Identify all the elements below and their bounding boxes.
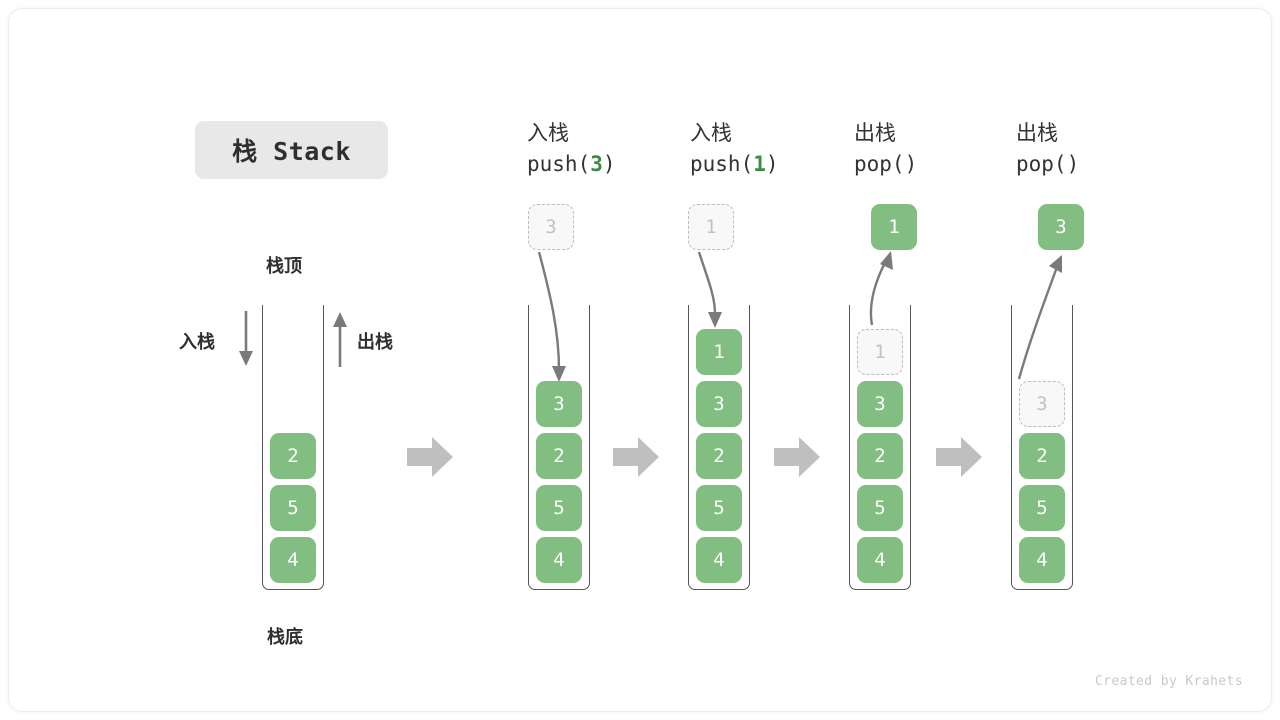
- column-pop3-heading: 出栈: [1016, 121, 1058, 145]
- pop-up-arrow-icon: [333, 312, 347, 367]
- code-prefix: pop(: [1016, 152, 1067, 176]
- stack-ghost-cell: 1: [857, 329, 903, 375]
- push-curve-arrow-icon: [697, 251, 722, 328]
- code-suffix: ): [602, 152, 616, 176]
- stack-cell: 5: [696, 485, 742, 531]
- pop-side-marker: 出栈: [329, 312, 419, 374]
- floating-ghost-cell: 3: [528, 204, 574, 250]
- code-suffix: ): [1066, 152, 1080, 176]
- stack-container-push3: [528, 305, 590, 590]
- stack-cell: 1: [696, 329, 742, 375]
- stack-container-initial: [262, 305, 324, 590]
- stack-cell: 4: [270, 537, 316, 583]
- code-suffix: ): [765, 152, 779, 176]
- push-side-label: 入栈: [179, 332, 215, 353]
- push-side-marker: 入栈: [179, 311, 259, 374]
- stack-cell: 2: [1019, 433, 1065, 479]
- code-argument: 3: [590, 152, 603, 176]
- stack-cell: 4: [1019, 537, 1065, 583]
- code-prefix: pop(: [854, 152, 905, 176]
- title-badge: 栈 Stack: [195, 121, 388, 179]
- stack-container-pop1: [849, 305, 911, 590]
- pop-curve-arrow-icon: [869, 251, 893, 326]
- stack-cell: 5: [536, 485, 582, 531]
- code-prefix: push(: [527, 152, 591, 176]
- column-pop3-code: pop(): [1016, 152, 1079, 176]
- code-prefix: push(: [690, 152, 754, 176]
- stack-cell: 2: [536, 433, 582, 479]
- separator-arrow-icon: [613, 437, 659, 477]
- stack-cell: 3: [696, 381, 742, 427]
- column-push1-code: push(1): [690, 152, 779, 176]
- diagram-card: 栈 Stack 栈顶 入栈 出栈 2 5 4 栈底 入栈 push(3) 3: [8, 8, 1272, 712]
- stack-cell: 4: [696, 537, 742, 583]
- push-curve-arrow-icon: [537, 251, 566, 382]
- pop-side-label: 出栈: [357, 332, 393, 353]
- column-pop1-heading: 出栈: [854, 121, 896, 145]
- stack-cell: 5: [857, 485, 903, 531]
- stack-cell: 5: [270, 485, 316, 531]
- stack-container-push1: [688, 305, 750, 590]
- stack-top-label: 栈顶: [266, 256, 302, 277]
- stack-cell: 2: [857, 433, 903, 479]
- column-push1-heading: 入栈: [690, 121, 732, 145]
- separator-arrow-icon: [407, 437, 453, 477]
- stack-cell: 4: [536, 537, 582, 583]
- stack-cell: 3: [536, 381, 582, 427]
- credit-text: Created by Krahets: [1094, 674, 1243, 689]
- push-down-arrow-icon: [239, 311, 253, 366]
- column-push3-heading: 入栈: [527, 121, 569, 145]
- stack-cell: 2: [696, 433, 742, 479]
- code-suffix: ): [904, 152, 918, 176]
- stack-cell: 3: [857, 381, 903, 427]
- stack-cell: 4: [857, 537, 903, 583]
- code-argument: 1: [753, 152, 766, 176]
- separator-arrow-icon: [936, 437, 982, 477]
- separator-arrow-icon: [774, 437, 820, 477]
- stack-bottom-label: 栈底: [267, 627, 303, 648]
- title-label: 栈 Stack: [232, 137, 351, 166]
- stack-cell: 2: [270, 433, 316, 479]
- floating-popped-cell: 1: [871, 204, 917, 250]
- pop-curve-arrow-icon: [1017, 255, 1062, 380]
- column-pop1-code: pop(): [854, 152, 917, 176]
- stack-cell: 5: [1019, 485, 1065, 531]
- stack-container-pop3: [1011, 305, 1073, 590]
- floating-popped-cell: 3: [1038, 204, 1084, 250]
- stack-ghost-cell: 3: [1019, 381, 1065, 427]
- floating-ghost-cell: 1: [688, 204, 734, 250]
- column-push3-code: push(3): [527, 152, 616, 176]
